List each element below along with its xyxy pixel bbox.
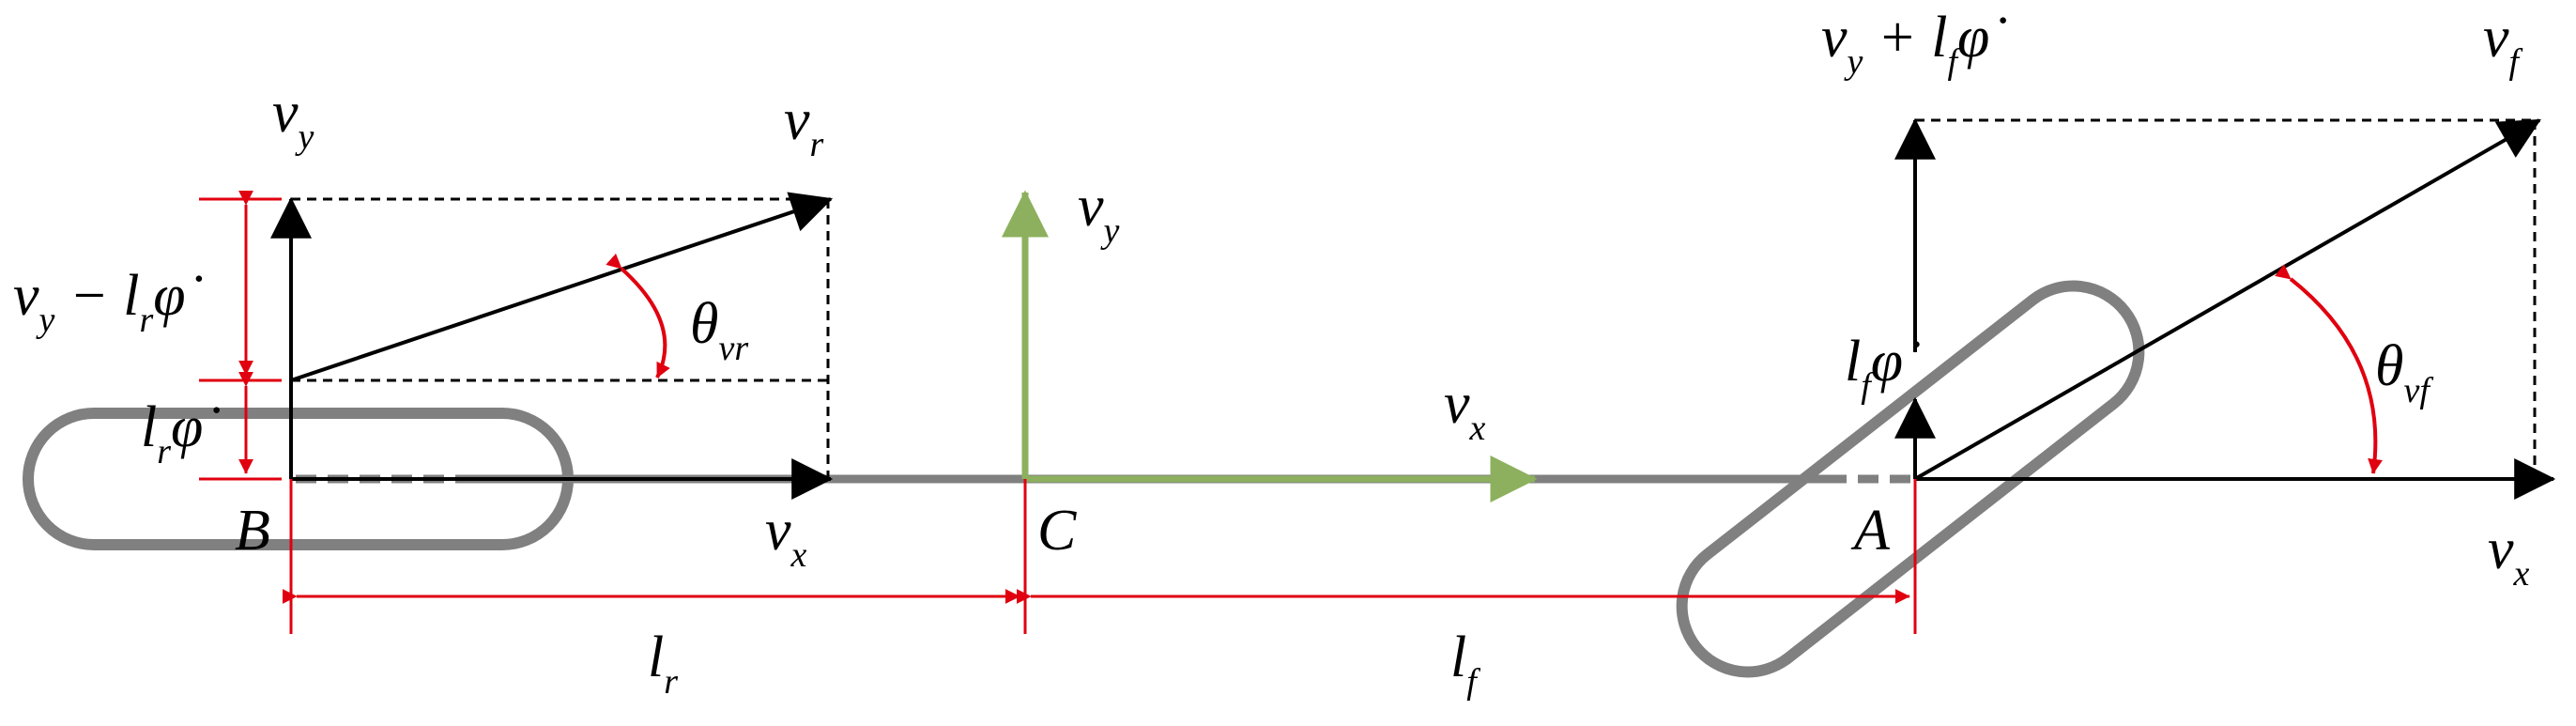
rear-lr-phidot-label: lrφ̇ <box>141 395 220 471</box>
dim-lr-label: lr <box>648 626 678 702</box>
point-a-label: A <box>1850 499 1891 563</box>
rear-vx-label: vx <box>765 499 807 575</box>
front-vf-label: vf <box>2483 6 2523 82</box>
rear-vy-minus-label: vy − lrφ̇ <box>13 264 203 340</box>
point-b-label: B <box>235 499 270 563</box>
front-wheel <box>1676 280 2145 678</box>
dim-lf-label: lf <box>1450 626 1480 702</box>
front-vy-plus-label: vy + lfφ̇ <box>1821 6 2006 82</box>
center-vx-label: vx <box>1444 372 1486 448</box>
front-theta-arc <box>2275 264 2383 474</box>
rear-vr-arrow <box>290 192 834 382</box>
rear-vr-label: vr <box>784 88 824 164</box>
center-vy-label: vy <box>1078 175 1120 251</box>
point-c-label: C <box>1037 499 1077 563</box>
front-theta-label: θvf <box>2375 334 2433 410</box>
rear-vy-label: vy <box>272 81 314 157</box>
rear-theta-arc <box>606 253 670 378</box>
front-vf-arrow <box>1914 118 2541 481</box>
front-vx-label: vx <box>2488 517 2530 594</box>
rear-theta-label: θvr <box>690 292 748 368</box>
